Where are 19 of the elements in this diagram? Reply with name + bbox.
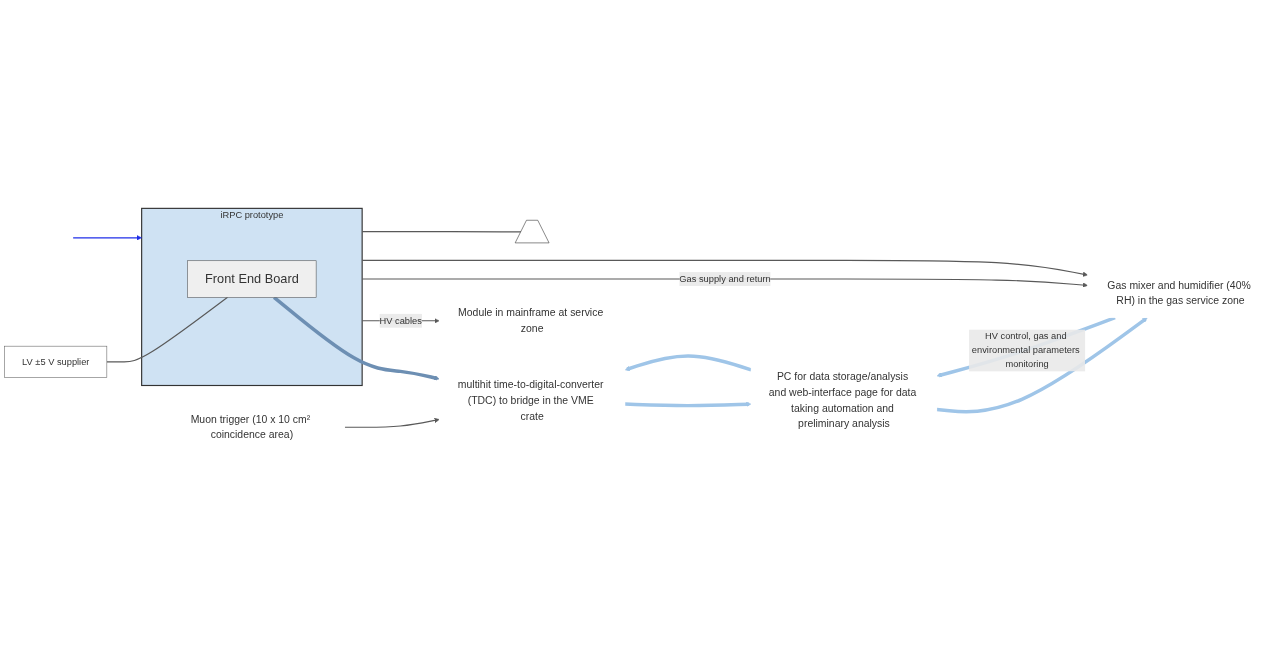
- connector: [361, 231, 522, 233]
- node-box: LV ±5 V supplier: [4, 345, 108, 378]
- edge-label: Gas supply and return: [679, 273, 771, 284]
- node-text: Gas mixer and humidifier (40% RH) in the gas service zone: [1107, 279, 1251, 307]
- node-box: Front End Board: [187, 260, 317, 298]
- connector: [106, 296, 229, 363]
- arrow: [624, 354, 752, 372]
- node-ground: [514, 219, 550, 244]
- edge-label: HV control, gas and environmental parameters monitoring: [971, 331, 1080, 370]
- node-text: Muon trigger (10 x 10 cm² coincidence area): [190, 413, 311, 441]
- arrow: [72, 235, 142, 241]
- node-text: multihit time-to-digital-converter (TDC) to bridge in the VME crate: [457, 378, 604, 422]
- arrow: [361, 259, 1088, 277]
- edge-label: HV cables: [379, 315, 422, 326]
- arrow: [344, 417, 440, 428]
- arrow: [624, 401, 752, 408]
- node-text: Module in mainframe at service zone: [458, 306, 604, 335]
- node-text: PC for data storage/analysis and web-interface page for data taking automation and preliminary analysis: [768, 371, 917, 430]
- arrow: [936, 317, 1148, 414]
